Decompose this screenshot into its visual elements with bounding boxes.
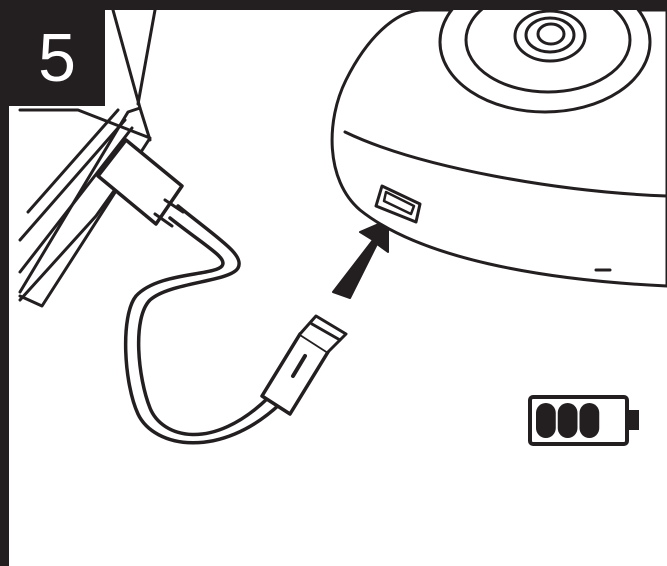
battery-segment bbox=[536, 403, 556, 438]
battery-segment bbox=[579, 403, 600, 438]
micro-usb-plug-icon bbox=[260, 314, 348, 416]
battery-segments bbox=[536, 403, 600, 438]
usb-a-plug-icon bbox=[96, 138, 185, 228]
insert-arrow-icon bbox=[332, 219, 389, 299]
usb-cable-icon bbox=[123, 204, 282, 445]
battery-segment bbox=[557, 403, 578, 438]
micro-usb-port-icon bbox=[374, 184, 422, 224]
step-number-badge: 5 bbox=[9, 10, 105, 106]
laptop-icon bbox=[18, 10, 157, 308]
